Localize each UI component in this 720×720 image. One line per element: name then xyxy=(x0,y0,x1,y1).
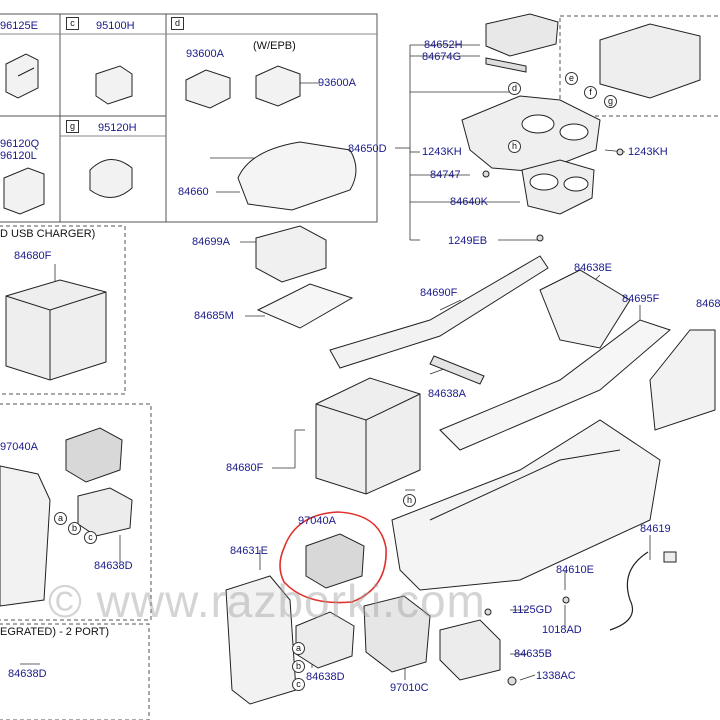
part-label-84638D: 84638D xyxy=(94,560,133,572)
part-label-96125E: 96125E xyxy=(0,20,38,32)
usb-charger-header: D USB CHARGER) xyxy=(0,228,96,240)
part-label-1249EB: 1249EB xyxy=(448,235,488,247)
console-trim-box xyxy=(0,403,152,621)
callout-g: g xyxy=(66,120,79,133)
part-label-84695F: 84695F xyxy=(622,293,660,305)
part-label-84619: 84619 xyxy=(640,523,671,535)
part-label-97040A: 97040A xyxy=(298,515,336,527)
integrated-2port-box xyxy=(0,623,150,720)
part-label-97010C: 97010C xyxy=(390,682,429,694)
part-label-84638D: 84638D xyxy=(8,668,47,680)
part-label-84699A: 84699A xyxy=(192,236,230,248)
part-label-97040A: 97040A xyxy=(0,441,38,453)
callout-b: b xyxy=(292,660,305,673)
part-label-84638A: 84638A xyxy=(428,388,466,400)
callout-d: d xyxy=(171,17,184,30)
part-label-96120Q: 96120Q xyxy=(0,138,40,150)
part-label-84680F: 84680F xyxy=(226,462,264,474)
part-label-84685M: 84685M xyxy=(194,310,234,322)
part-label-95100H: 95100H xyxy=(96,20,135,32)
highlight-ring xyxy=(279,511,387,604)
part-label-1125GD: 1125GD xyxy=(512,604,553,616)
callout-c: c xyxy=(66,17,79,30)
part-label-84690F: 84690F xyxy=(420,287,458,299)
part-label-96120L: 96120L xyxy=(0,150,37,162)
integrated-header: EGRATED) - 2 PORT) xyxy=(0,626,109,638)
parts-table-frame xyxy=(0,13,378,223)
part-label-84747: 84747 xyxy=(430,169,461,181)
callout-d: d xyxy=(508,82,521,95)
callout-b: b xyxy=(68,522,81,535)
part-label-84674G: 84674G xyxy=(422,51,462,63)
part-label-84650D: 84650D xyxy=(348,143,387,155)
part-label-93600A: 93600A xyxy=(186,48,224,60)
part-label-84635B: 84635B xyxy=(514,648,552,660)
callout-a: a xyxy=(54,512,67,525)
part-label-1338AC: 1338AC xyxy=(536,670,576,682)
part-label-84610E: 84610E xyxy=(556,564,594,576)
part-label-84652H: 84652H xyxy=(424,39,463,51)
callout-c: c xyxy=(292,678,305,691)
part-label-84638D: 84638D xyxy=(306,671,345,683)
part-label-1243KH: 1243KH xyxy=(628,146,668,158)
part-label-93600A: 93600A xyxy=(318,77,356,89)
callout-g: g xyxy=(604,95,617,108)
usb-charger-box xyxy=(0,225,126,395)
upper-right-box xyxy=(559,15,720,117)
callout-h: h xyxy=(403,494,416,507)
callout-e: e xyxy=(565,72,578,85)
part-label-95120H: 95120H xyxy=(98,122,137,134)
part-label-1018AD: 1018AD xyxy=(542,624,582,636)
callout-a: a xyxy=(292,642,305,655)
part-label-1243KH: 1243KH xyxy=(422,146,462,158)
part-label-84680F: 84680F xyxy=(14,250,52,262)
part-label-84638E: 84638E xyxy=(574,262,612,274)
watermark: © www.razborki.com xyxy=(48,575,486,627)
part-label-8468: 8468 xyxy=(696,298,720,310)
callout-h: h xyxy=(508,140,521,153)
wepb-header: (W/EPB) xyxy=(253,40,296,52)
callout-f: f xyxy=(584,86,597,99)
part-label-84660: 84660 xyxy=(178,186,209,198)
callout-c: c xyxy=(84,531,97,544)
part-label-84631E: 84631E xyxy=(230,545,268,557)
part-label-84640K: 84640K xyxy=(450,196,488,208)
